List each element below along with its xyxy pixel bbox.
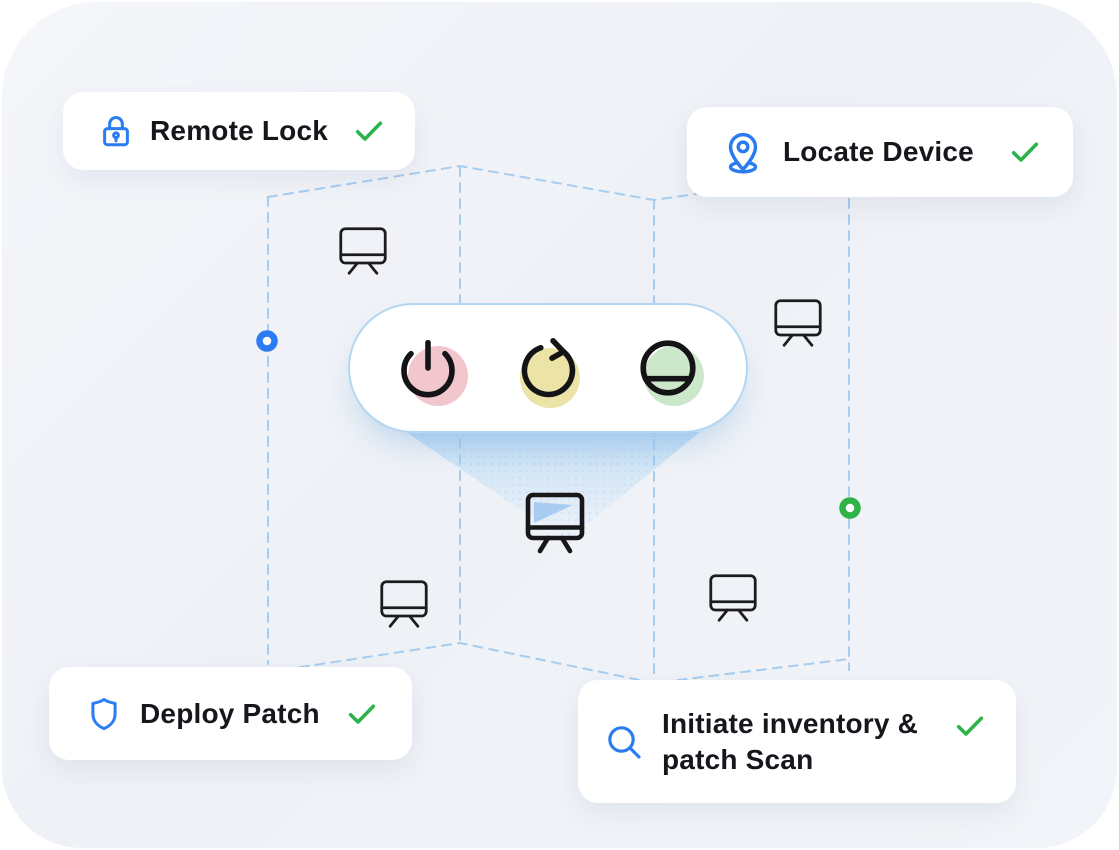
shield-icon — [85, 695, 123, 733]
check-icon — [353, 115, 385, 147]
screen-content-triangle — [534, 502, 573, 523]
feature-card-deploy-patch[interactable]: Deploy Patch — [49, 667, 412, 760]
shutdown-icon — [640, 340, 696, 396]
lock-icon — [97, 112, 135, 150]
check-icon — [346, 698, 378, 730]
feature-card-label: Remote Lock — [150, 115, 329, 147]
power-actions-pill — [348, 303, 748, 433]
feature-card-initiate-scan[interactable]: Initiate inventory & patch Scan — [578, 680, 1016, 803]
check-icon — [1009, 136, 1041, 168]
location-pin-icon — [721, 130, 765, 174]
monitor-icon — [772, 298, 824, 348]
restart-button[interactable] — [516, 336, 580, 408]
feature-card-remote-lock[interactable]: Remote Lock — [63, 92, 415, 170]
monitor-icon — [337, 226, 389, 276]
check-icon — [954, 710, 986, 742]
feature-card-label: Deploy Patch — [140, 697, 320, 729]
monitor-icon — [707, 573, 759, 623]
feature-card-locate-device[interactable]: Locate Device — [687, 107, 1073, 197]
restart-icon — [521, 337, 576, 398]
power-accent-circle — [408, 346, 468, 406]
monitor-icon-active — [523, 490, 587, 554]
shutdown-button[interactable] — [636, 336, 704, 406]
power-icon — [401, 339, 455, 398]
feature-card-label: Initiate inventory & patch Scan — [662, 707, 919, 775]
monitor-icon — [378, 579, 430, 629]
feature-card-label: Locate Device — [783, 136, 974, 168]
search-icon — [604, 722, 644, 762]
power-button[interactable] — [396, 336, 468, 406]
